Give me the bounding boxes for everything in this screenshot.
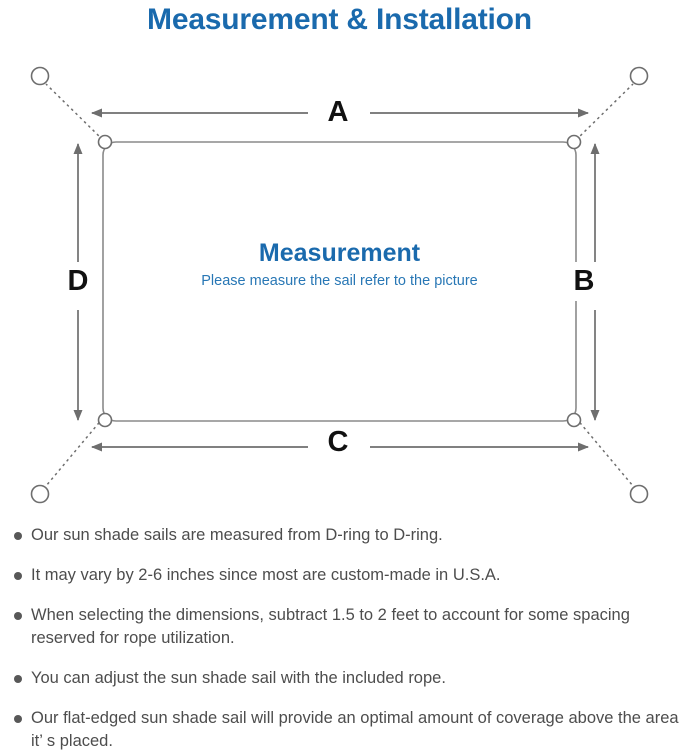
list-item: Our flat-edged sun shade sail will provi… bbox=[0, 707, 679, 753]
bullet-icon bbox=[14, 612, 22, 620]
d-rings bbox=[97, 134, 582, 428]
rope-line-top-left bbox=[45, 83, 104, 141]
anchor-point-top-left bbox=[30, 66, 50, 86]
note-text: Our flat-edged sun shade sail will provi… bbox=[31, 709, 679, 750]
note-text: Our sun shade sails are measured from D-… bbox=[31, 526, 443, 544]
dimension-arrows bbox=[73, 108, 600, 452]
bullet-icon bbox=[14, 675, 22, 683]
anchor-point-bottom-right bbox=[629, 484, 649, 504]
note-text: When selecting the dimensions, subtract … bbox=[31, 606, 630, 647]
page-title: Measurement & Installation bbox=[147, 3, 532, 36]
sail-body bbox=[102, 141, 577, 422]
anchor-point-bottom-left bbox=[30, 484, 50, 504]
list-item: When selecting the dimensions, subtract … bbox=[0, 604, 679, 650]
d-ring-bottom-right bbox=[566, 412, 582, 428]
rope-line-bottom-right bbox=[575, 417, 634, 487]
list-item: You can adjust the sun shade sail with t… bbox=[0, 667, 679, 690]
bullet-icon bbox=[14, 715, 22, 723]
note-text: You can adjust the sun shade sail with t… bbox=[31, 669, 446, 687]
anchor-points bbox=[30, 66, 649, 504]
bullet-icon bbox=[14, 572, 22, 580]
d-ring-top-left bbox=[97, 134, 113, 150]
note-text: It may vary by 2-6 inches since most are… bbox=[31, 566, 501, 584]
notes-list: Our sun shade sails are measured from D-… bbox=[0, 524, 679, 753]
rope-line-top-right bbox=[575, 83, 634, 141]
rope-lines bbox=[45, 83, 634, 487]
bullet-icon bbox=[14, 532, 22, 540]
rope-line-bottom-left bbox=[45, 417, 104, 487]
d-ring-bottom-left bbox=[97, 412, 113, 428]
list-item: Our sun shade sails are measured from D-… bbox=[0, 524, 679, 547]
sail-diagram: Measurement Please measure the sail refe… bbox=[0, 48, 679, 508]
anchor-point-top-right bbox=[629, 66, 649, 86]
d-ring-top-right bbox=[566, 134, 582, 150]
list-item: It may vary by 2-6 inches since most are… bbox=[0, 564, 679, 587]
